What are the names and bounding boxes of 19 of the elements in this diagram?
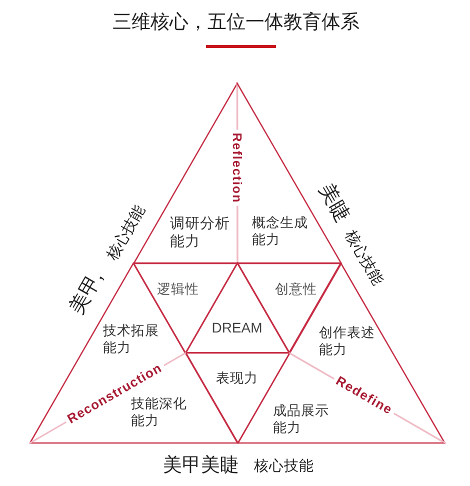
side-label: 美甲, — [66, 268, 108, 318]
ability-text: 调研分析能力 — [170, 215, 231, 252]
ability-text: 逻辑性 — [157, 282, 199, 298]
base-label: 核心技能 — [254, 458, 314, 476]
core-text: DREAM — [212, 319, 262, 337]
triangle-section — [29, 262, 186, 444]
ability-text: 创意性 — [275, 282, 317, 298]
title: 三维核心，五位一体教育体系 — [112, 12, 360, 35]
ability-text: 技术拓展能力 — [103, 323, 160, 357]
ability-text: 表现力 — [216, 370, 258, 388]
inner-triangle — [184, 262, 290, 354]
side-label: 美睫 — [314, 180, 354, 226]
ability-text: 创作表述能力 — [319, 325, 376, 359]
divider-label: Reflection — [230, 130, 244, 206]
ability-text: 概念生成能力 — [252, 215, 309, 249]
ability-text: 成品展示能力 — [273, 403, 330, 437]
side-label: 核心技能 — [104, 202, 148, 264]
base-label: 美甲美睫 — [163, 455, 239, 477]
side-label: 核心技能 — [342, 228, 386, 288]
